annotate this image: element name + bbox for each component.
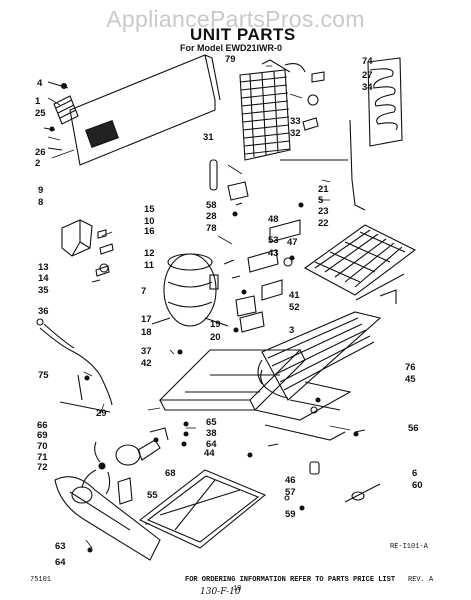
wire-harness-part	[36, 318, 113, 413]
base-frame-part	[158, 349, 352, 441]
callout-12: 12	[144, 248, 155, 259]
compressor-part	[151, 253, 257, 327]
callout-63: 63	[55, 541, 66, 552]
callout-72: 72	[37, 462, 48, 473]
callout-22: 22	[318, 218, 329, 229]
callout-43: 43	[268, 248, 279, 259]
callout-56: 56	[408, 423, 419, 434]
condenser-coil-part	[239, 59, 306, 161]
callout-11: 11	[144, 260, 155, 271]
callout-78: 78	[206, 223, 217, 234]
callout-70: 70	[37, 441, 48, 452]
callout-66: 66	[37, 420, 48, 431]
callout-42: 42	[141, 358, 152, 369]
callout-37: 37	[141, 346, 152, 357]
callout-71: 71	[37, 452, 48, 463]
model-subtitle: For Model EWD21IWR-0	[180, 43, 283, 53]
screw-markers	[84, 202, 359, 553]
callout-74: 74	[362, 56, 373, 67]
callout-31: 31	[203, 132, 214, 143]
watermark: AppliancePartsPros.com	[106, 6, 365, 32]
fan-shroud-part	[54, 476, 161, 561]
control-panel-part	[43, 54, 221, 166]
drain-pan-part	[138, 469, 267, 549]
callout-33: 33	[290, 116, 301, 127]
callout-9: 9	[38, 185, 43, 196]
callout-59: 59	[285, 509, 296, 520]
callout-labels: 1234567891011121314151617181920212223252…	[35, 54, 423, 568]
page-number: 10	[233, 585, 242, 593]
callout-4: 4	[37, 78, 43, 89]
callout-44: 44	[204, 448, 215, 459]
callout-35: 35	[38, 285, 49, 296]
callout-1: 1	[35, 96, 41, 107]
callout-64: 64	[55, 557, 66, 568]
callout-53: 53	[268, 235, 279, 246]
callout-28: 28	[206, 211, 217, 222]
callout-68: 68	[165, 468, 176, 479]
relay-box-part	[61, 219, 114, 283]
callout-48: 48	[268, 214, 279, 225]
callout-27: 27	[362, 70, 373, 81]
callout-5: 5	[318, 195, 324, 206]
callout-69: 69	[37, 430, 48, 441]
callout-65: 65	[206, 417, 217, 428]
callout-8: 8	[38, 197, 43, 208]
mounting-brackets	[239, 219, 301, 333]
callout-41: 41	[289, 290, 300, 301]
callout-25: 25	[35, 108, 46, 119]
callout-20: 20	[210, 332, 221, 343]
drier-part	[209, 159, 249, 206]
callout-18: 18	[141, 327, 152, 338]
callout-32: 32	[290, 128, 301, 139]
callout-60: 60	[412, 480, 423, 491]
drawing-id: RE-I101-A	[390, 543, 428, 551]
leader-lines	[47, 65, 351, 549]
callout-10: 10	[144, 216, 155, 227]
callout-64: 64	[206, 439, 217, 450]
condenser-part	[257, 311, 382, 401]
callout-52: 52	[289, 302, 300, 313]
callout-6: 6	[412, 468, 417, 479]
callout-23: 23	[318, 206, 329, 217]
handwritten-note: 130-F-10	[200, 587, 241, 597]
callout-7: 7	[141, 286, 146, 297]
callout-75: 75	[38, 370, 49, 381]
callout-3: 3	[289, 325, 294, 336]
callout-19: 19	[210, 319, 221, 330]
callout-29: 29	[96, 408, 107, 419]
evaporator-part	[303, 224, 417, 304]
callout-26: 26	[35, 147, 46, 158]
callout-2: 2	[35, 158, 40, 169]
callout-47: 47	[287, 237, 298, 248]
callout-34: 34	[362, 82, 373, 93]
clip-parts	[280, 71, 366, 211]
callout-13: 13	[38, 262, 49, 273]
footer-code: 75101	[30, 576, 52, 584]
callout-76: 76	[405, 362, 416, 373]
callout-38: 38	[206, 428, 217, 439]
ordering-notice: FOR ORDERING INFORMATION REFER TO PARTS …	[185, 576, 396, 584]
callout-17: 17	[141, 314, 152, 325]
callout-79: 79	[225, 54, 236, 65]
callout-58: 58	[206, 200, 217, 211]
callout-46: 46	[285, 475, 296, 486]
callout-55: 55	[147, 490, 158, 501]
callout-21: 21	[318, 184, 329, 195]
fan-motor-part	[81, 427, 169, 505]
evaporator-coil-right	[367, 57, 403, 147]
callout-45: 45	[405, 374, 416, 385]
page-title: UNIT PARTS	[190, 25, 296, 44]
revision-label: REV. A	[408, 576, 434, 584]
callout-36: 36	[38, 306, 49, 317]
callout-57: 57	[285, 487, 296, 498]
callout-15: 15	[144, 204, 155, 215]
callout-14: 14	[38, 273, 49, 284]
callout-16: 16	[144, 226, 155, 237]
